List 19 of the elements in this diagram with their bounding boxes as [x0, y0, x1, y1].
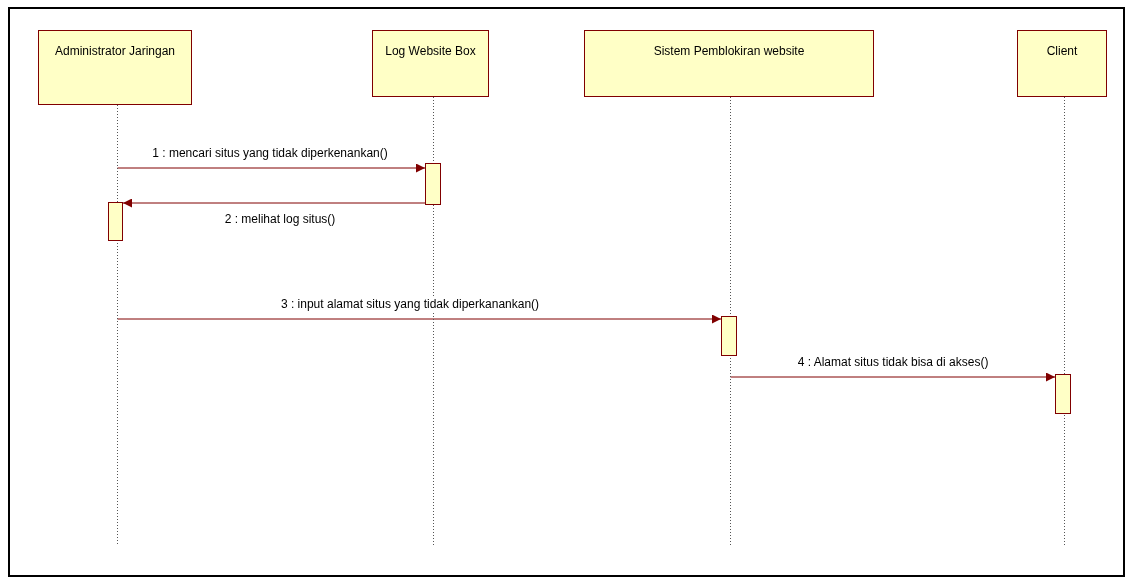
lifeline-box: Log Website Box: [372, 30, 489, 97]
activation-bar: [425, 163, 441, 205]
lifeline-box: Sistem Pemblokiran website: [584, 30, 874, 97]
lifeline-box: Administrator Jaringan: [38, 30, 192, 105]
lifeline-box: Client: [1017, 30, 1107, 97]
lifeline: [1062, 97, 1067, 546]
message-arrow: [122, 198, 426, 208]
edge-label: 1 : mencari situs yang tidak diperkenankan(): [150, 146, 390, 160]
edge-label: 3 : input alamat situs yang tidak diperkanankan(): [278, 297, 542, 311]
message-arrow: [117, 163, 426, 173]
lifeline: [115, 105, 120, 546]
activation-bar: [721, 316, 737, 356]
message-arrow: [117, 314, 722, 324]
edge-label: 4 : Alamat situs tidak bisa di akses(): [795, 355, 991, 369]
activation-bar: [1055, 374, 1071, 414]
activation-bar: [108, 202, 123, 241]
edge-label: 2 : melihat log situs(): [222, 212, 338, 226]
message-arrow: [730, 372, 1056, 382]
lifeline: [728, 97, 733, 546]
